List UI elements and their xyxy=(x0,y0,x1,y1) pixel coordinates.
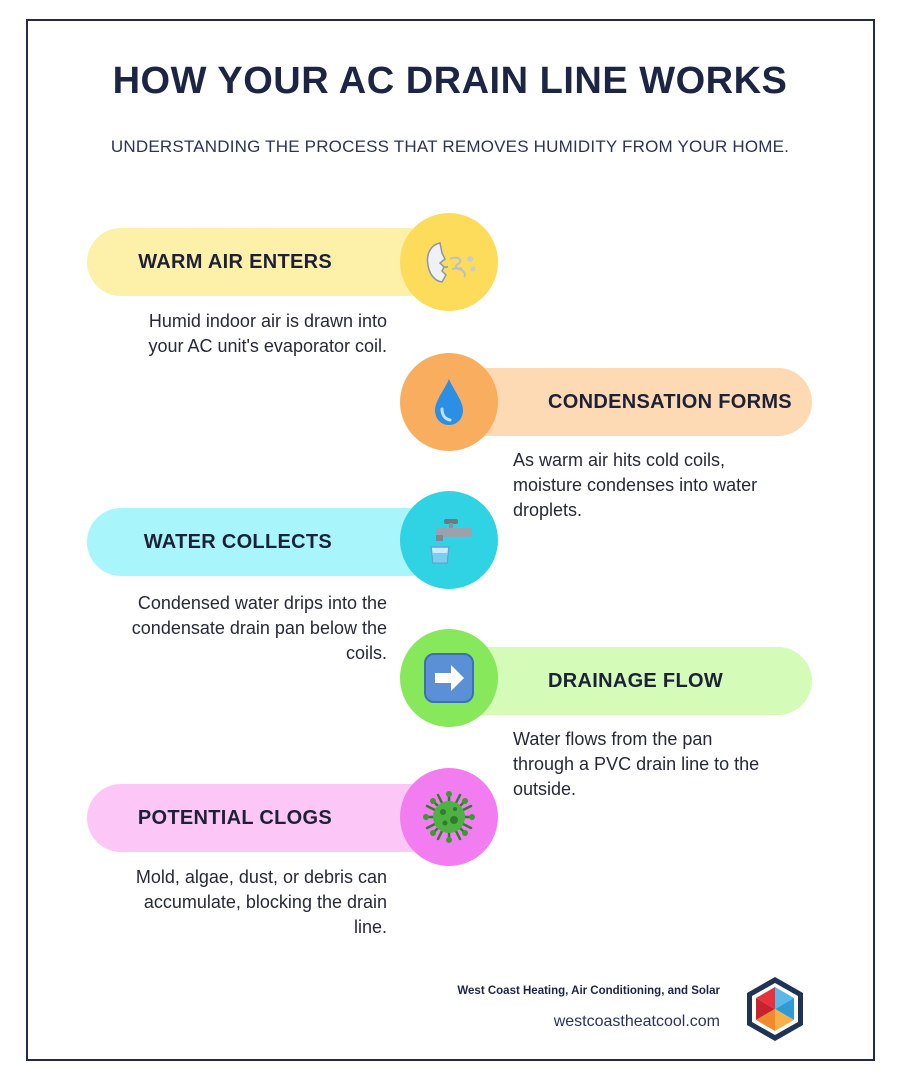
step-description: Condensed water drips into the condensat… xyxy=(131,593,387,663)
step-pill-warm-air: WARM AIR ENTERS xyxy=(87,228,442,296)
step-description: Water flows from the pan through a PVC d… xyxy=(513,729,760,799)
right-arrow-icon xyxy=(424,653,474,703)
company-website[interactable]: westcoastheatcool.com xyxy=(553,1013,720,1030)
step-circle-condensation xyxy=(400,353,498,451)
step-label: WATER COLLECTS xyxy=(143,530,332,553)
page-title: HOW YOUR AC DRAIN LINE WORKS xyxy=(112,60,788,102)
step-circle-clogs xyxy=(400,768,498,866)
step-label: DRAINAGE FLOW xyxy=(548,669,723,692)
step-label: POTENTIAL CLOGS xyxy=(137,806,332,829)
step-pill-drainage: DRAINAGE FLOW xyxy=(436,647,812,715)
step-pill-water-collects: WATER COLLECTS xyxy=(87,508,442,576)
step-label: CONDENSATION FORMS xyxy=(548,390,792,413)
hexagon-logo-icon xyxy=(747,977,803,1041)
company-name: West Coast Heating, Air Conditioning, an… xyxy=(457,985,720,997)
water-droplet-icon xyxy=(435,379,463,425)
step-label: WARM AIR ENTERS xyxy=(138,250,332,273)
faucet-icon xyxy=(430,519,472,564)
step-pill-condensation: CONDENSATION FORMS xyxy=(436,368,812,436)
step-circle-water-collects xyxy=(400,491,498,589)
microbe-icon xyxy=(423,791,475,843)
page-subtitle: UNDERSTANDING THE PROCESS THAT REMOVES H… xyxy=(110,137,790,156)
step-description: Mold, algae, dust, or debris can accumul… xyxy=(135,867,387,937)
step-pill-clogs: POTENTIAL CLOGS xyxy=(87,784,442,852)
step-circle-drainage xyxy=(400,629,498,727)
step-circle-warm-air xyxy=(400,213,498,311)
step-description: As warm air hits cold coils, moisture co… xyxy=(513,450,758,520)
wind-blowing-face-icon xyxy=(426,242,476,283)
step-description: Humid indoor air is drawn into your AC u… xyxy=(148,311,387,356)
